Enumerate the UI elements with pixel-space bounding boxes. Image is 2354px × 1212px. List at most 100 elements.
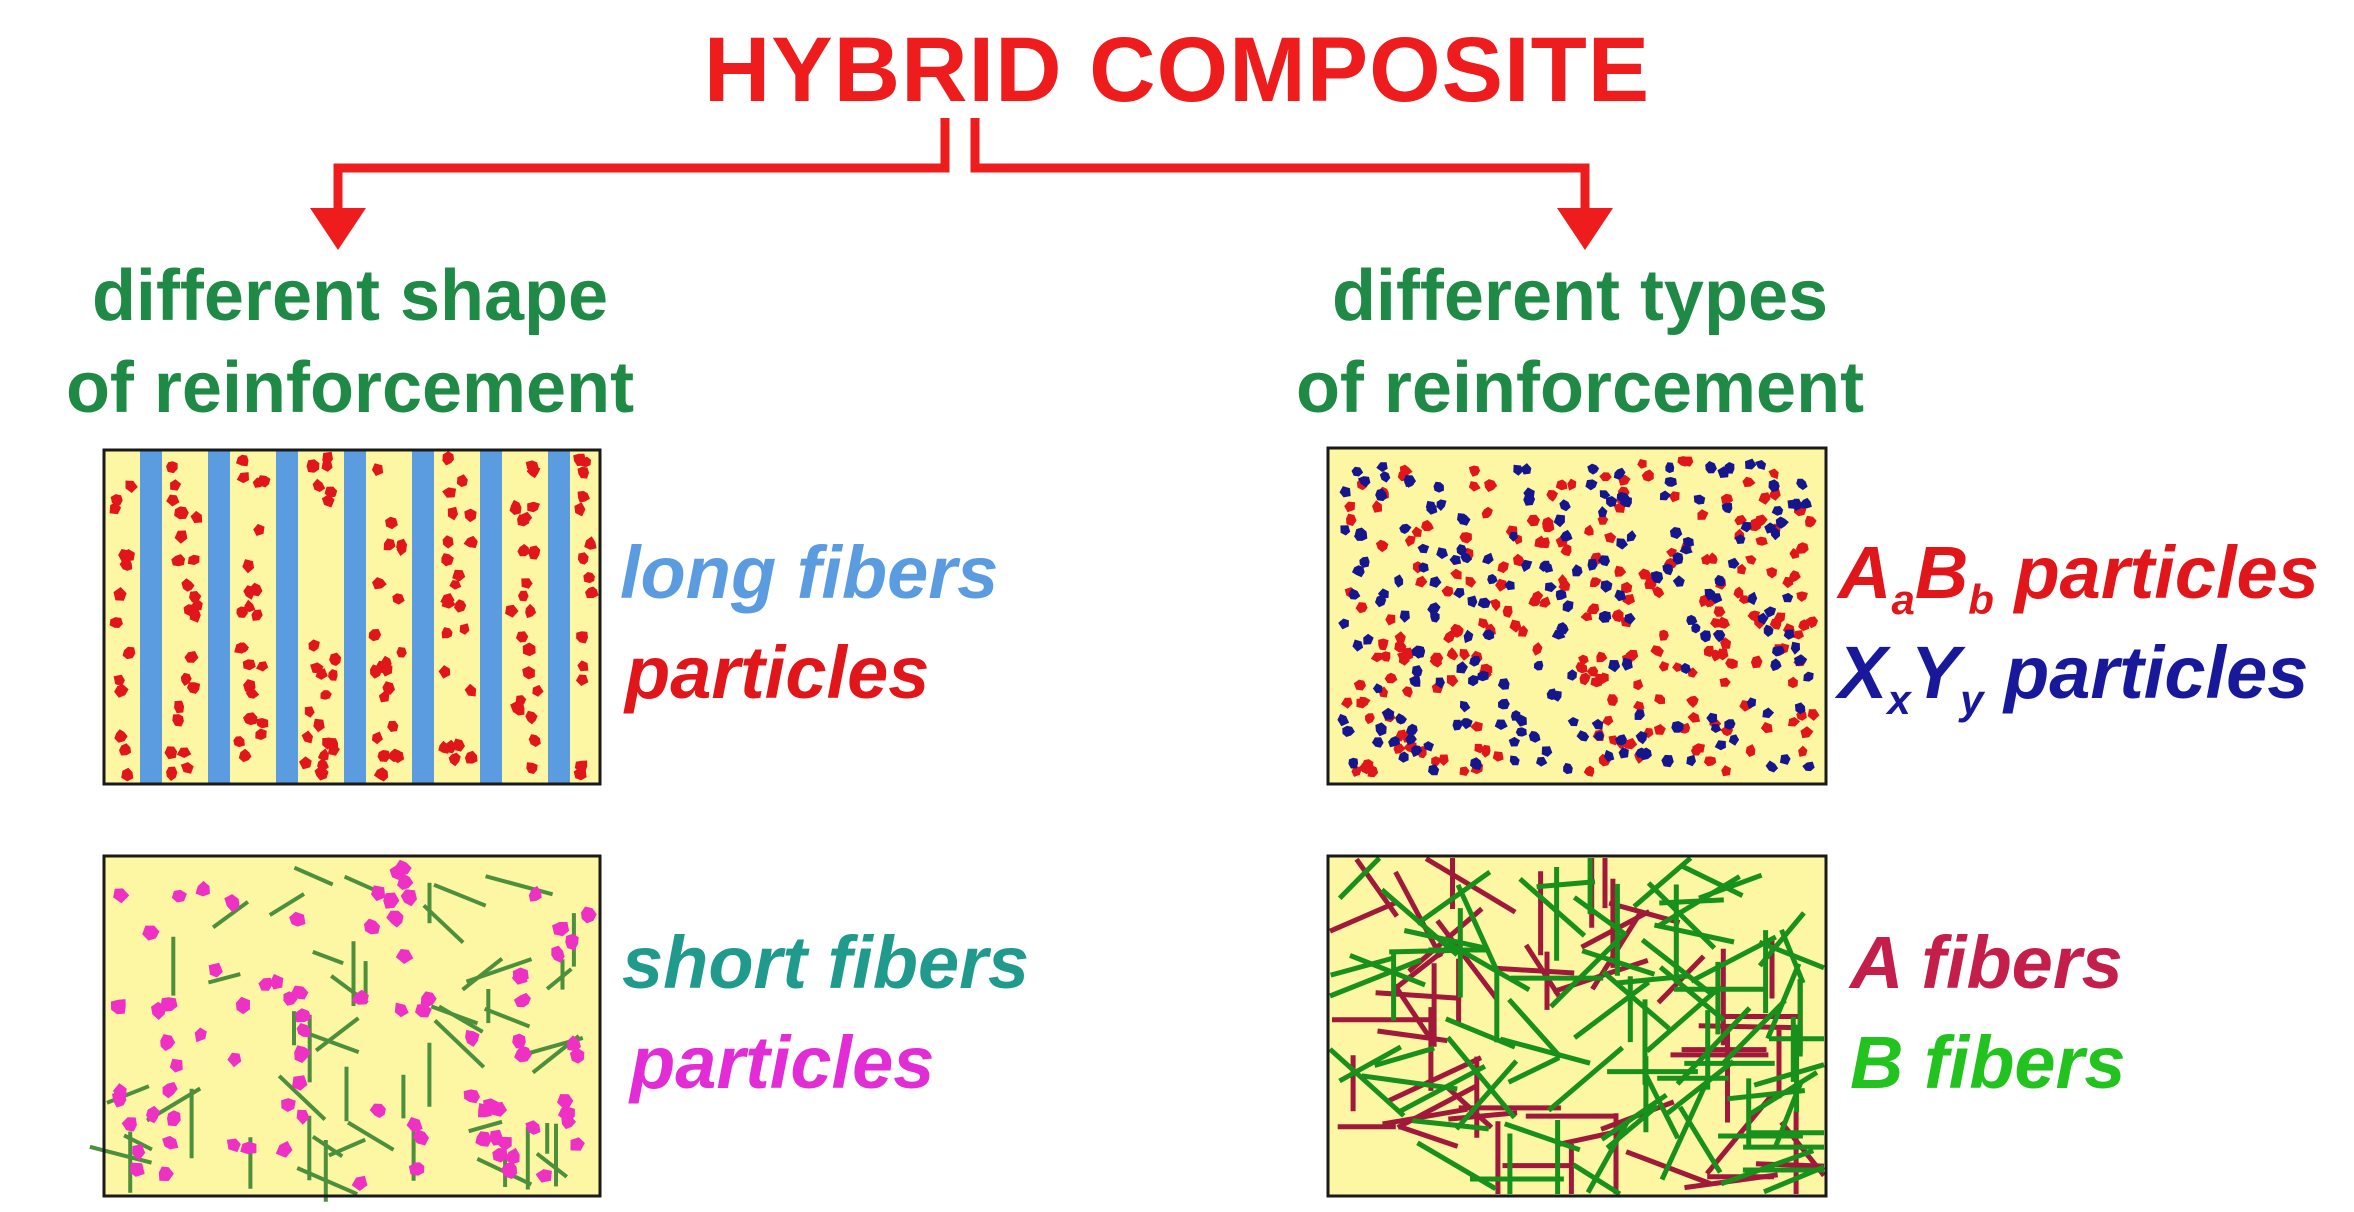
red-particle [372, 577, 387, 590]
b-fiber [1659, 1083, 1708, 1181]
magenta-particle [513, 992, 531, 1008]
ab-particle [1737, 563, 1747, 575]
xy-particle [1376, 462, 1388, 472]
b-fiber [1573, 980, 1651, 1040]
short-fiber [343, 874, 374, 892]
xy-particle [1429, 576, 1442, 588]
legend-particles-red: particles [625, 631, 930, 714]
xy-particle [1770, 658, 1782, 672]
red-particle [378, 691, 390, 703]
red-particle [109, 617, 123, 628]
right-arrowhead [1557, 208, 1613, 250]
magenta-particle [512, 1033, 526, 1049]
short-fibers-and-particles-layer [89, 859, 597, 1202]
red-particle [234, 642, 249, 654]
ab-particle [1546, 490, 1558, 502]
ab-particle [1468, 465, 1481, 477]
ab-particle [1598, 753, 1611, 767]
long-fibers-layer [140, 450, 570, 784]
b-fiber [1330, 955, 1394, 978]
red-particle [253, 523, 265, 536]
short-fiber [211, 900, 250, 930]
ab-particle [1703, 756, 1717, 767]
ab-particle [1716, 648, 1729, 661]
xy-particle [1616, 538, 1628, 550]
red-particle [464, 508, 477, 523]
red-particle [328, 669, 338, 681]
b-fiber [1779, 928, 1806, 984]
xy-particle [1359, 556, 1370, 568]
red-particle [321, 460, 333, 472]
b-fiber [1329, 957, 1422, 999]
xy-particle [1375, 488, 1388, 502]
ab-particle [1584, 524, 1594, 536]
legend-xy-x-sub: x [1887, 676, 1911, 723]
b-fiber [1518, 877, 1587, 938]
panel-matrix [104, 856, 600, 1196]
b-fiber [1645, 984, 1723, 1053]
ab-particle [1701, 553, 1713, 565]
b-fiber [1403, 928, 1486, 951]
xy-particle [1377, 588, 1389, 599]
red-particle [380, 655, 392, 670]
short-fiber [437, 1004, 484, 1034]
red-particle [396, 647, 407, 658]
magenta-particle [275, 1141, 293, 1158]
b-fiber [1373, 1045, 1435, 1068]
xy-particle [1724, 719, 1736, 730]
magenta-particle [364, 918, 380, 935]
ab-particle [1353, 679, 1366, 691]
xy-particle [1399, 523, 1412, 534]
ab-particle [1518, 625, 1529, 637]
b-fiber [1666, 1059, 1735, 1116]
b-fiber [1720, 1148, 1815, 1187]
ab-particle [1604, 532, 1617, 544]
xy-particle [1379, 471, 1391, 483]
ab-particle [1807, 709, 1820, 721]
ab-particle [1560, 543, 1572, 556]
red-particle [438, 665, 451, 679]
legend-ab-b-sub: b [1968, 576, 1994, 623]
xy-particle [1597, 555, 1610, 567]
red-particle [577, 466, 589, 479]
ab-particle [1720, 637, 1731, 650]
red-particle [122, 549, 135, 562]
long-fiber [412, 450, 434, 784]
xy-particle [1409, 676, 1421, 687]
magenta-particle [535, 1169, 552, 1183]
red-particle [322, 451, 333, 465]
magenta-particle [514, 1045, 532, 1063]
b-fiber [1380, 887, 1459, 957]
panel-border [1326, 446, 1828, 786]
ab-particle [1773, 612, 1786, 624]
magenta-particle [240, 1141, 257, 1155]
xy-particle [1614, 589, 1626, 602]
panel-long-fibers-particles [102, 448, 602, 786]
xy-particle [1772, 646, 1785, 657]
xy-particle [1539, 560, 1551, 572]
red-particle [164, 746, 178, 760]
ab-particle [1633, 679, 1644, 691]
xy-particle [1712, 630, 1726, 643]
xy-particle [1662, 563, 1673, 576]
xy-particle [1714, 574, 1726, 587]
xy-particle [1428, 764, 1440, 776]
xy-particle [1671, 721, 1684, 733]
xy-particle [1634, 709, 1645, 720]
ab-particle [1795, 542, 1809, 554]
xy-particle [1497, 678, 1510, 690]
short-fiber [485, 874, 554, 897]
xy-particle [1794, 654, 1808, 667]
ab-particle [1745, 744, 1756, 757]
ab-particle [1713, 606, 1726, 617]
a-fiber [1375, 990, 1462, 1001]
b-fiber [1412, 1118, 1490, 1132]
red-particle [256, 661, 269, 672]
b-fiber [1641, 1070, 1681, 1140]
xy-particle [1615, 734, 1627, 746]
xy-particle [1515, 727, 1527, 737]
ab-particle [1385, 614, 1396, 626]
xy-particle [1765, 760, 1779, 773]
b-fiber [1507, 1055, 1561, 1085]
xy-particle [1469, 655, 1481, 667]
